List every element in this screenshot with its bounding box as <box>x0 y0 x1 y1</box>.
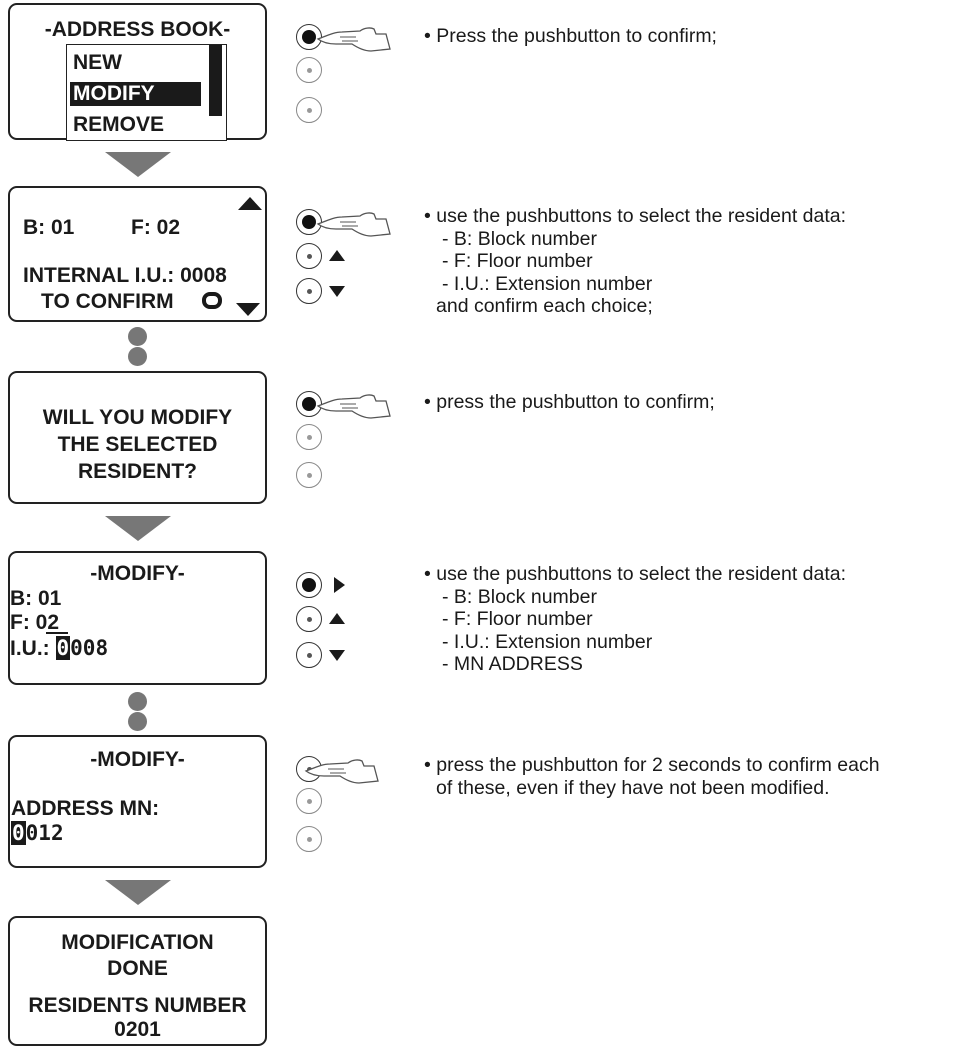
screen-title: -ADDRESS BOOK- <box>44 18 231 41</box>
pushbutton-icon <box>296 391 322 417</box>
confirm-line-1: WILL YOU MODIFY <box>42 406 233 429</box>
done-line-3: RESIDENTS NUMBER <box>28 994 247 1017</box>
pushbutton-icon <box>296 278 322 304</box>
pushbutton-icon <box>296 97 322 123</box>
done-line-1: MODIFICATION <box>61 931 214 954</box>
instruction-intro: • use the pushbuttons to select the resi… <box>424 563 847 585</box>
pushbutton-icon <box>296 826 322 852</box>
instruction-step-4: • use the pushbuttons to select the resi… <box>424 563 846 676</box>
confirm-label: TO CONFIRM <box>41 290 174 313</box>
instruction-step-3: • press the pushbutton to confirm; <box>424 391 715 414</box>
flow-dot-icon <box>128 692 147 711</box>
scroll-up-icon <box>238 197 262 210</box>
pointing-hand-icon <box>316 394 391 419</box>
arrow-down-icon <box>329 286 345 297</box>
lcd-screen-confirm-modify: WILL YOU MODIFY THE SELECTED RESIDENT? <box>8 371 267 504</box>
menu-item-modify-selected: MODIFY <box>70 82 201 106</box>
flow-dot-icon <box>128 712 147 731</box>
lcd-screen-address-book: -ADDRESS BOOK- NEW MODIFY REMOVE <box>8 3 267 141</box>
iu-value: I.U.: 0008 <box>10 636 108 661</box>
pushbutton-icon <box>296 57 322 83</box>
done-line-4: 0201 <box>114 1018 161 1041</box>
pushbutton-icon <box>296 788 322 814</box>
instruction-step-1: • Press the pushbutton to confirm; <box>424 25 717 48</box>
arrow-right-icon <box>334 577 345 593</box>
pushbutton-icon <box>296 642 322 668</box>
arrow-up-icon <box>329 613 345 624</box>
screen-title: -MODIFY- <box>90 562 185 585</box>
instruction-text: • Press the pushbutton to confirm; <box>424 25 717 47</box>
instruction-item: - F: Floor number <box>442 250 593 272</box>
iu-label: I.U.: <box>10 637 56 660</box>
flow-dot-icon <box>128 327 147 346</box>
iu-digits: 008 <box>70 636 109 660</box>
pushbutton-icon <box>296 572 322 598</box>
pushbutton-icon <box>296 424 322 450</box>
instruction-step-5: • press the pushbutton for 2 seconds to … <box>424 754 880 799</box>
arrow-up-icon <box>329 250 345 261</box>
edit-underline <box>46 632 68 634</box>
instruction-item: - I.U.: Extension number <box>442 272 653 295</box>
lcd-screen-select-resident: B: 01 F: 02 INTERNAL I.U.: 0008 TO CONFI… <box>8 186 267 322</box>
address-digits: 012 <box>25 821 64 845</box>
instruction-item: - F: Floor number <box>442 608 593 630</box>
floor-value: F: 02 <box>131 216 181 239</box>
instruction-item: - B: Block number <box>442 585 597 608</box>
pointing-hand-icon <box>316 212 391 237</box>
scroll-down-icon <box>236 303 260 316</box>
arrow-down-icon <box>329 650 345 661</box>
confirm-line-2: THE SELECTED <box>57 433 218 456</box>
pointing-hand-icon <box>304 759 379 784</box>
pushbutton-icon <box>296 606 322 632</box>
menu-item-remove: REMOVE <box>73 113 165 136</box>
instruction-text: • press the pushbutton to confirm; <box>424 391 715 413</box>
lcd-screen-modification-done: MODIFICATION DONE RESIDENTS NUMBER 0201 <box>8 916 267 1046</box>
address-label: ADDRESS MN: <box>11 797 160 820</box>
flow-arrow-down-icon <box>105 152 171 177</box>
block-value: B: 01 <box>23 216 75 239</box>
instruction-line: of these, even if they have not been mod… <box>436 776 830 799</box>
instruction-intro: • use the pushbuttons to select the resi… <box>424 205 847 227</box>
internal-iu-value: INTERNAL I.U.: 0008 <box>23 264 227 287</box>
instruction-outro: and confirm each choice; <box>436 295 653 317</box>
confirm-line-3: RESIDENT? <box>77 460 197 483</box>
menu-list: NEW MODIFY REMOVE <box>66 44 227 141</box>
instruction-step-2: • use the pushbuttons to select the resi… <box>424 205 846 318</box>
instruction-line: • press the pushbutton for 2 seconds to … <box>424 754 880 776</box>
address-value: 0012 <box>11 821 64 846</box>
edit-cursor: 0 <box>55 636 71 660</box>
screen-title: -MODIFY- <box>90 748 185 771</box>
pointing-hand-icon <box>316 27 391 52</box>
lcd-screen-modify-address: -MODIFY- ADDRESS MN: 0012 <box>8 735 267 868</box>
instruction-item: - B: Block number <box>442 227 597 250</box>
block-value: B: 01 <box>10 587 62 610</box>
pushbutton-icon <box>296 243 322 269</box>
floor-value: F: 02 <box>10 611 60 634</box>
flow-arrow-down-icon <box>105 516 171 541</box>
scrollbar-thumb <box>209 45 222 116</box>
instruction-item: - MN ADDRESS <box>442 653 583 675</box>
flow-dot-icon <box>128 347 147 366</box>
pushbutton-icon <box>296 462 322 488</box>
lcd-screen-modify-data: -MODIFY- B: 01 F: 02 I.U.: 0008 <box>8 551 267 685</box>
confirm-ring-icon <box>202 292 222 309</box>
done-line-2: DONE <box>107 957 168 980</box>
flow-arrow-down-icon <box>105 880 171 905</box>
menu-item-new: NEW <box>73 51 122 74</box>
instruction-item: - I.U.: Extension number <box>442 630 653 653</box>
edit-cursor: 0 <box>11 821 26 845</box>
